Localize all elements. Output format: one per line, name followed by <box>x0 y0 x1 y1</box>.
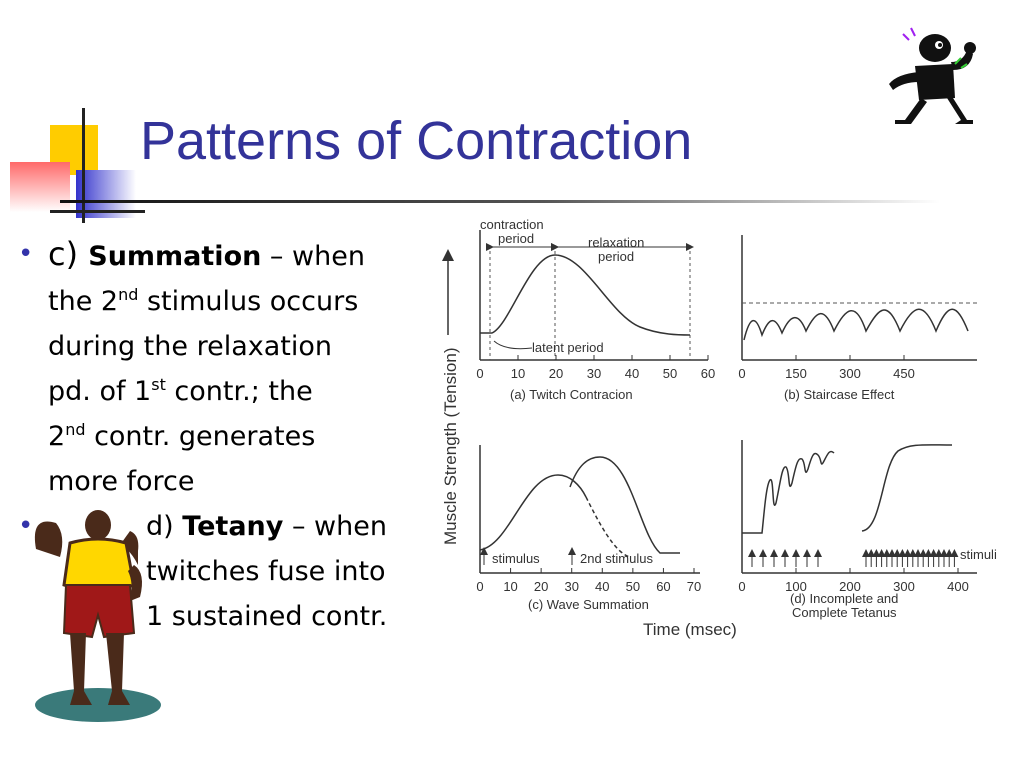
panel-twitch: contraction period relaxation period lat… <box>476 217 715 402</box>
tick-label: 0 <box>476 579 483 594</box>
text-line: pd. of 1st contr.; the <box>48 375 313 407</box>
bullet-marker: • <box>18 239 34 269</box>
bullet-lead: c) <box>48 235 89 273</box>
stimuli-label: stimuli <box>960 547 997 562</box>
muscle-tension-figure: Muscle Strength (Tension) contraction pe… <box>428 215 1018 649</box>
relaxation-label: period <box>598 249 634 264</box>
tick-label: 70 <box>687 579 701 594</box>
tick-label: 30 <box>587 366 601 381</box>
tick-label: 300 <box>839 366 861 381</box>
latent-label: latent period <box>532 340 604 355</box>
panel-caption: Complete Tetanus <box>792 605 897 620</box>
tick-label: 40 <box>595 579 609 594</box>
tick-label: 40 <box>625 366 639 381</box>
bullet-heading-line: d) Tetany – when <box>146 504 387 549</box>
bullet-tetany: d) Tetany – when twitches fuse into 1 su… <box>146 504 387 639</box>
stimuli-arrows <box>748 549 959 567</box>
tick-label: 0 <box>476 366 483 381</box>
tick-label: 300 <box>893 579 915 594</box>
tick-label: 400 <box>947 579 969 594</box>
bullet-term: Tetany <box>182 511 284 542</box>
flexing-figure-clipart <box>889 27 976 124</box>
bullet-lead: d) <box>146 511 183 542</box>
text-line: 1 sustained contr. <box>146 601 388 632</box>
tick-label: 150 <box>785 366 807 381</box>
text-line: 2nd contr. generates <box>48 420 316 452</box>
tick-label: 20 <box>549 366 563 381</box>
tick-label: 20 <box>534 579 548 594</box>
tick-label: 100 <box>785 579 807 594</box>
first-twitch-curve <box>479 474 587 551</box>
title-divider <box>60 200 940 203</box>
bullet-term: Summation <box>88 241 262 272</box>
tick-label: 50 <box>663 366 677 381</box>
second-stimulus-label: 2nd stimulus <box>580 551 653 566</box>
tick-label: 10 <box>503 579 517 594</box>
text-line: twitches fuse into <box>146 556 386 587</box>
x-axis-label: Time (msec) <box>643 620 737 639</box>
tick-labels: 0 10 20 30 40 50 60 70 <box>476 568 701 594</box>
stimulus-label: stimulus <box>492 551 540 566</box>
panel-wave-summation: stimulus 2nd stimulus 0 10 20 30 40 50 60 70 (c… <box>476 445 701 612</box>
twitch-curve <box>480 254 691 336</box>
tick-label: 30 <box>564 579 578 594</box>
text-line: more force <box>48 466 195 497</box>
panel-caption: (d) Incomplete and <box>790 591 898 606</box>
first-twitch-decay <box>585 496 631 558</box>
bullet-heading-line: c) Summation – when <box>48 232 365 279</box>
tick-label: 450 <box>893 366 915 381</box>
tick-label: 60 <box>656 579 670 594</box>
bullet-marker: • <box>18 511 34 541</box>
bodybuilder-clipart <box>34 510 161 722</box>
y-axis-label: Muscle Strength (Tension) <box>441 348 460 545</box>
text-line: during the relaxation <box>48 331 332 362</box>
bullet-rest: – when <box>261 241 365 272</box>
contraction-label: contraction <box>480 217 544 232</box>
panel-caption: (a) Twitch Contracion <box>510 387 633 402</box>
incomplete-tetanus-curve <box>742 450 835 534</box>
tick-labels: 0 150 300 450 <box>738 355 915 381</box>
tick-labels: 0 10 20 30 40 50 60 <box>476 355 715 381</box>
latent-pointer <box>493 340 533 350</box>
staircase-curve <box>743 308 969 341</box>
panel-caption: (b) Staircase Effect <box>784 387 895 402</box>
panel-caption: (c) Wave Summation <box>528 597 649 612</box>
complete-tetanus-curve <box>861 444 953 532</box>
bullet-rest: – when <box>283 511 387 542</box>
relaxation-label: relaxation <box>588 235 644 250</box>
text-line: the 2nd stimulus occurs <box>48 285 359 317</box>
tick-label: 200 <box>839 579 861 594</box>
panel-tetanus: stimuli 0 100 200 300 400 (d) Incomplete and… <box>738 440 997 620</box>
tick-label: 10 <box>511 366 525 381</box>
tick-labels: 0 100 200 300 400 <box>738 568 969 594</box>
tick-label: 0 <box>738 366 745 381</box>
tick-label: 50 <box>626 579 640 594</box>
figure-svg: Muscle Strength (Tension) contraction pe… <box>441 217 997 639</box>
contraction-label: period <box>498 231 534 246</box>
slide-title: Patterns of Contraction <box>140 111 693 171</box>
bullet-summation: c) Summation – when the 2nd stimulus occ… <box>48 232 365 504</box>
decorative-squares <box>10 108 150 230</box>
tick-label: 60 <box>701 366 715 381</box>
tick-label: 0 <box>738 579 745 594</box>
summed-twitch-curve <box>569 456 680 554</box>
panel-staircase: 0 150 300 450 (b) Staircase Effect <box>738 235 977 402</box>
